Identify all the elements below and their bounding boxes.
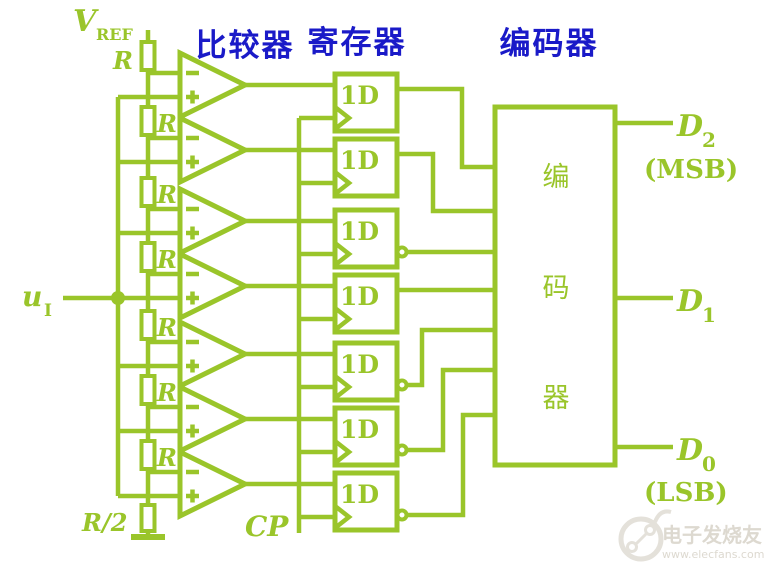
comparator-column-header: 比较器	[196, 28, 295, 64]
resistor-2	[139, 105, 157, 137]
ff-1-box	[332, 71, 400, 134]
ff-2-clock-chevron-icon	[333, 170, 353, 196]
ff-5-clock-chevron-icon	[333, 374, 353, 400]
comparator-7-plus-icon	[186, 489, 199, 503]
ff-5-inverter-bubble	[395, 378, 409, 392]
resistor-7	[139, 439, 157, 471]
ff-4-clock-chevron-icon	[333, 306, 353, 332]
comparator-4-triangle	[177, 249, 251, 323]
comparator-2-wires	[118, 135, 336, 165]
clock-label: CP	[245, 510, 289, 543]
watermark-logo-sprout	[653, 509, 672, 523]
comparator-1-plus-icon	[186, 90, 199, 104]
lsb-annotation: (LSB)	[644, 478, 728, 508]
resistor-7-label: R	[156, 443, 177, 472]
ff-3-clock-chevron-icon	[333, 241, 353, 267]
resistor-5-label: R	[156, 313, 177, 342]
ff-6-clock-chevron-icon	[333, 439, 353, 465]
encoder-char-1: 编	[543, 162, 570, 193]
msb-annotation: (MSB)	[644, 155, 738, 185]
comparator-6-plus-icon	[186, 424, 199, 438]
register-column-header: 寄存器	[308, 25, 407, 61]
resistor-3	[139, 176, 157, 208]
comparator-5-wires	[118, 339, 336, 369]
resistor-6	[139, 374, 157, 406]
resistor-r-half-label: R/2	[81, 508, 127, 537]
input-subscript: I	[44, 301, 52, 321]
d1-subscript: 1	[702, 303, 716, 327]
ff-1-q-wire	[397, 86, 497, 170]
resistor-2-label: R	[156, 109, 177, 138]
comparator-3-wires	[118, 206, 336, 236]
ff-1-label: 1D	[340, 81, 379, 110]
ff-2-label: 1D	[340, 146, 379, 175]
ff-3-inverter-bubble	[395, 245, 409, 259]
d2-subscript: 2	[702, 128, 716, 152]
comparator-3-plus-icon	[186, 226, 199, 240]
encoder-box	[492, 104, 618, 468]
d1-symbol: D	[676, 284, 703, 319]
encoder-column-header: 编码器	[500, 26, 599, 62]
watermark-logo-dot-2	[644, 524, 656, 536]
d0-subscript: 0	[702, 452, 716, 476]
resistor-r-half	[139, 503, 157, 533]
resistor-1-label: R	[112, 46, 133, 75]
ff-5-q-wire	[406, 327, 497, 388]
resistor-3-label: R	[156, 180, 177, 209]
ff-6-inverter-bubble	[395, 443, 409, 457]
ff-7-q-wire	[406, 412, 497, 518]
watermark-logo-link	[634, 531, 649, 546]
d0-symbol: D	[676, 433, 703, 468]
comparator-2-plus-icon	[186, 155, 199, 169]
vref-symbol: V	[73, 4, 99, 39]
resistor-1	[139, 40, 157, 72]
input-symbol: u	[22, 280, 42, 313]
encoder-char-2: 码	[543, 273, 570, 304]
ff-6-q-wire	[406, 367, 497, 453]
resistor-5	[139, 309, 157, 341]
comparator-6-triangle	[177, 382, 251, 456]
comparator-1-wires	[118, 70, 336, 100]
ff-7-inverter-bubble	[395, 508, 409, 522]
watermark-logo-dot-1	[626, 541, 638, 553]
comparator-5-plus-icon	[186, 359, 199, 373]
comparator-5-triangle	[177, 317, 251, 391]
comparator-4-plus-icon	[186, 291, 199, 305]
comparator-3-triangle	[177, 184, 251, 258]
ff-5-label: 1D	[340, 350, 379, 379]
comparator-4-wires	[118, 271, 336, 301]
ff-4-label: 1D	[340, 282, 379, 311]
site-watermark: 电子发烧友 www.elecfans.com	[618, 509, 764, 562]
watermark-brand-text: 电子发烧友	[662, 523, 762, 547]
watermark-url-text: www.elecfans.com	[662, 548, 764, 561]
watermark-logo-icon	[618, 516, 664, 562]
ff-3-label: 1D	[340, 217, 379, 246]
resistor-4	[139, 241, 157, 273]
encoder-char-3: 器	[543, 383, 570, 414]
resistor-6-label: R	[156, 378, 177, 407]
ff-1-clock-chevron-icon	[333, 105, 353, 131]
ff-2-q-wire	[397, 151, 497, 214]
resistor-4-label: R	[156, 245, 177, 274]
comparator-1-triangle	[177, 48, 251, 122]
vref-subscript: REF	[96, 25, 133, 44]
ff-7-clock-chevron-icon	[333, 504, 353, 530]
ff-7-label: 1D	[340, 480, 379, 509]
comparator-7-wires	[118, 469, 336, 499]
ff-6-label: 1D	[340, 415, 379, 444]
comparator-7-triangle	[177, 447, 251, 521]
d2-symbol: D	[676, 109, 703, 144]
ff-4-box	[332, 272, 400, 335]
comparator-6-wires	[118, 404, 336, 434]
comparator-2-triangle	[177, 113, 251, 187]
